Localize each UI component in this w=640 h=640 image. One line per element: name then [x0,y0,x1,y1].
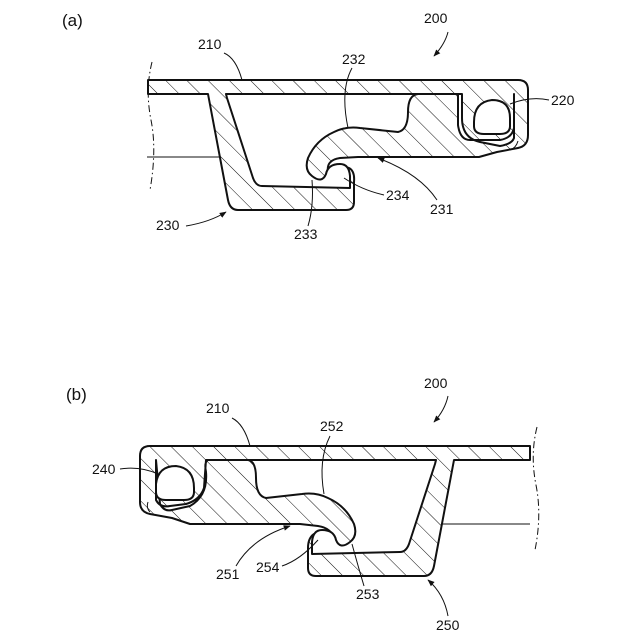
label-240-b: 240 [92,461,116,477]
label-220-a: 220 [551,92,575,108]
label-200-b: 200 [424,375,448,391]
label-230-a: 230 [156,217,180,233]
label-210-a: 210 [198,36,222,52]
panel-b-tag: (b) [66,385,87,404]
break-line-right-b [533,427,539,550]
hook-220-loop [474,100,510,134]
label-231-a: 231 [430,201,454,217]
label-233-a: 233 [294,226,318,242]
label-251-b: 251 [216,566,240,582]
leader-250-b [428,580,448,616]
label-210-b: 210 [206,400,230,416]
leader-200-b [434,396,448,422]
panel-a: (a) 200 210 232 220 234 231 230 233 [62,10,575,242]
label-250-b: 250 [436,617,460,633]
label-254-b: 254 [256,559,280,575]
label-252-b: 252 [320,418,344,434]
leader-210-a [224,53,242,80]
label-253-b: 253 [356,586,380,602]
label-200-a: 200 [424,10,448,26]
panel-a-tag: (a) [62,11,83,30]
label-234-a: 234 [386,187,410,203]
hook-240-loop [156,466,194,500]
label-232-a: 232 [342,51,366,67]
leader-230-a [186,212,226,226]
leader-210-b [232,418,250,446]
panel-b: (b) 200 210 252 240 251 254 253 250 [66,375,539,633]
leader-200-a [434,32,448,56]
